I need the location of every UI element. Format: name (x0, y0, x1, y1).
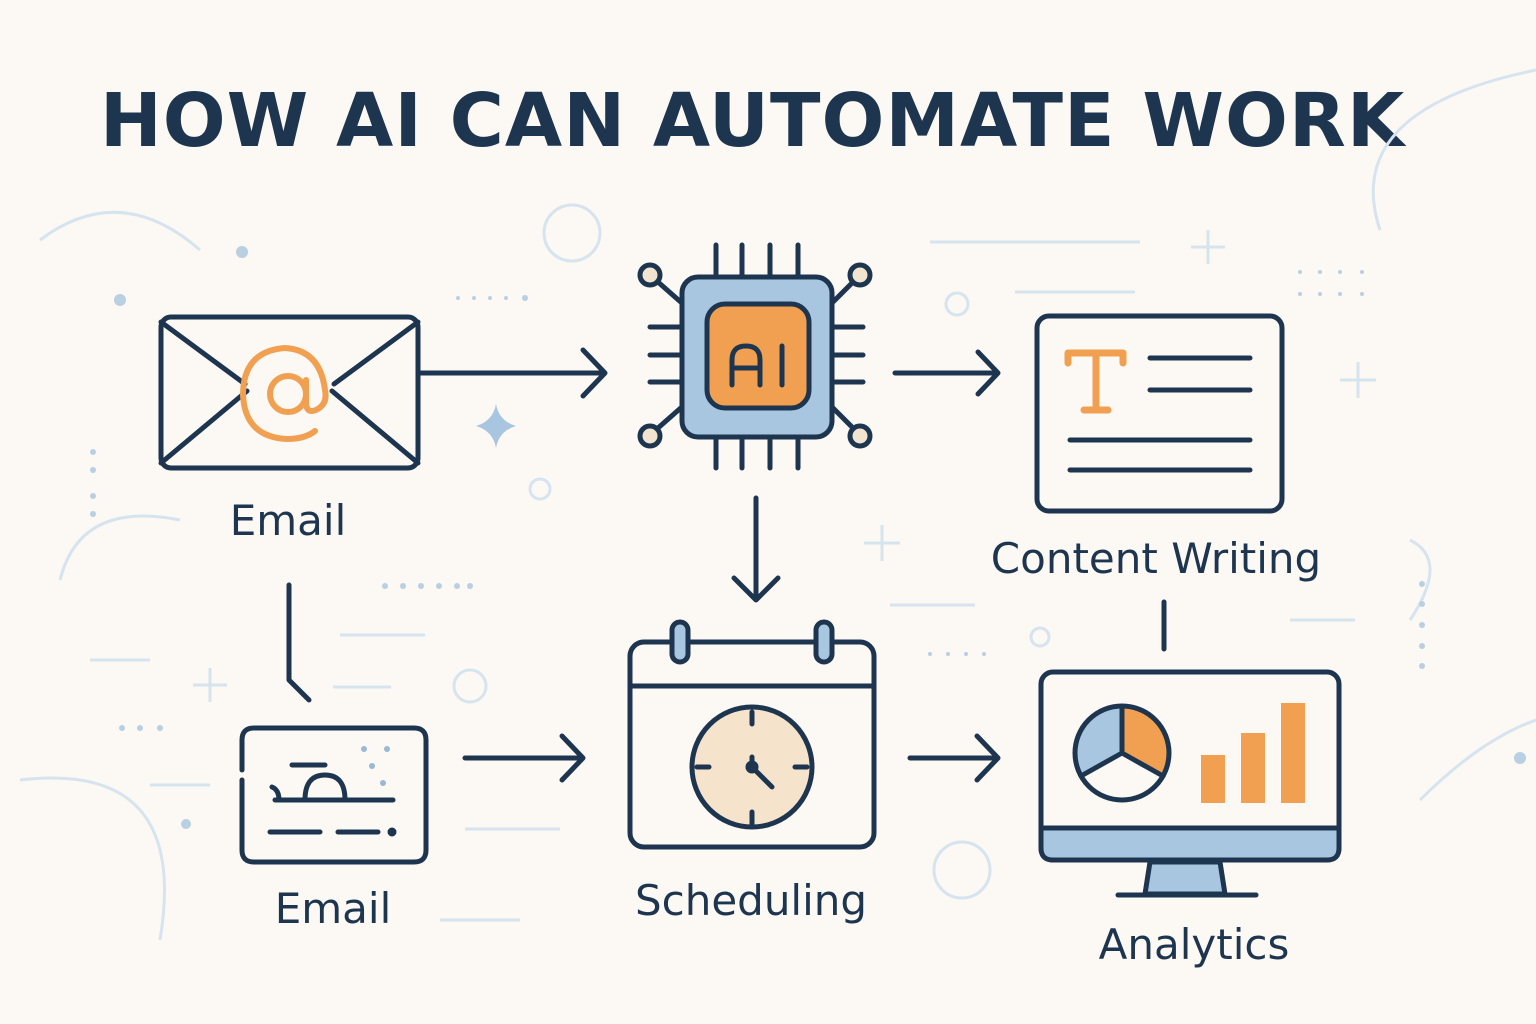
ai-chip-icon (637, 242, 873, 471)
label-analytics: Analytics (1098, 920, 1290, 969)
background-dots (90, 246, 1526, 829)
arrow-ai-to-content (892, 349, 1001, 397)
monitor-chart-icon (1038, 669, 1342, 898)
calendar-clock-icon (627, 619, 877, 850)
arrow-email-to-ai (417, 347, 608, 399)
arrow-ai-to-scheduling (731, 495, 781, 603)
connector-email-top-to-bottom (286, 582, 312, 703)
background-decorations (19, 68, 1536, 941)
envelope-at-icon (158, 314, 421, 471)
document-text-icon (1034, 313, 1285, 514)
label-email-top: Email (229, 496, 347, 545)
message-card-icon (239, 725, 429, 865)
label-scheduling: Scheduling (634, 876, 868, 925)
label-content-writing: Content Writing (990, 534, 1322, 583)
label-email-bottom: Email (274, 884, 392, 933)
arrow-scheduling-to-analytics (907, 733, 1001, 783)
sparkle-icon (476, 404, 516, 448)
page-title: HOW AI CAN AUTOMATE WORK (99, 78, 1406, 164)
arrow-email-to-scheduling (462, 733, 586, 783)
